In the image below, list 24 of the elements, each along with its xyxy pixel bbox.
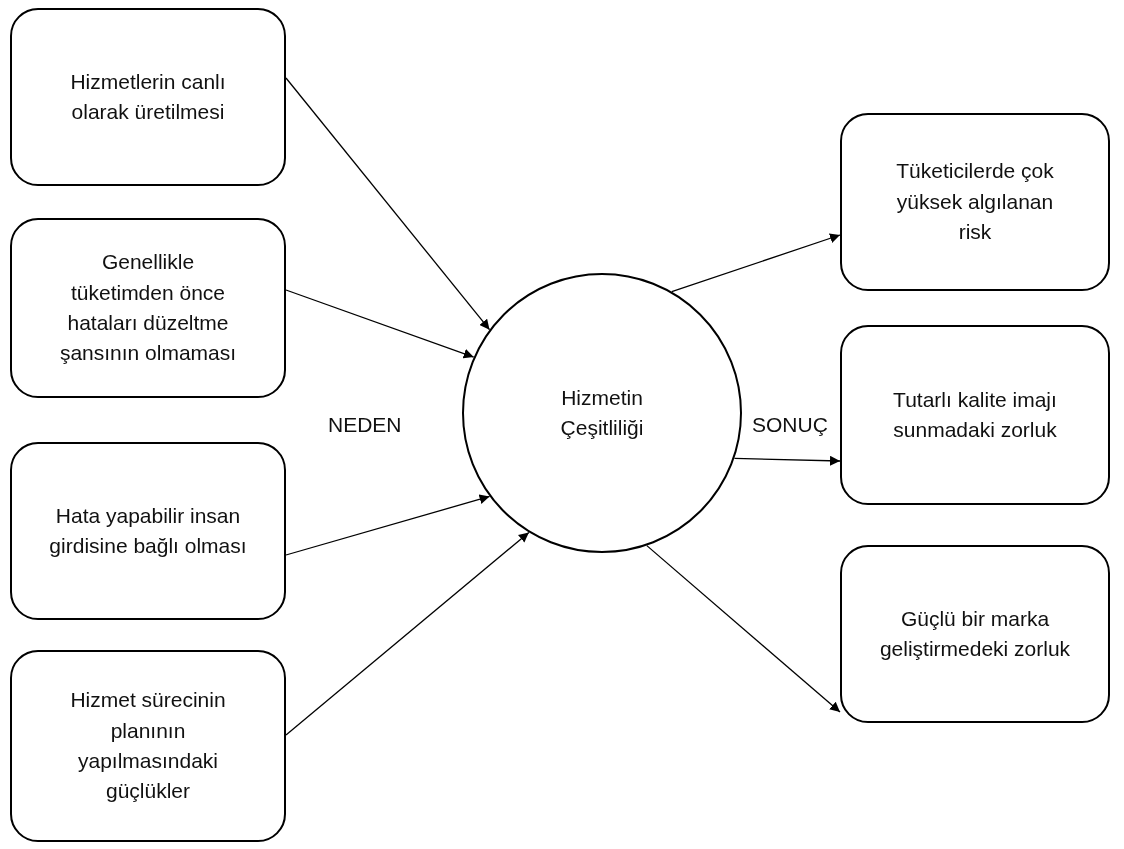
- rounded-box: [10, 650, 286, 842]
- node-text: Hizmet sürecinin planının yapılmasındaki güçlükler: [69, 687, 227, 805]
- rounded-box: [10, 218, 286, 398]
- arrow: [285, 531, 530, 736]
- rounded-box: [840, 545, 1110, 723]
- rounded-box: [10, 8, 286, 186]
- node-text: Hizmetin Çeşitliliği: [559, 384, 645, 441]
- node-text: Tüketicilerde çok yüksek algılanan risk: [895, 158, 1055, 246]
- node-text: Hata yapabilir insan girdisine bağlı olması: [48, 502, 248, 559]
- arrow: [285, 494, 491, 556]
- arrow: [285, 289, 475, 359]
- rounded-box: [840, 113, 1110, 291]
- arrow: [671, 233, 841, 293]
- node-text: Tutarlı kalite imajı sunmadaki zorluk: [892, 386, 1058, 443]
- rounded-box: [840, 325, 1110, 505]
- section-label: SONUÇ: [752, 413, 828, 437]
- arrow: [646, 545, 841, 713]
- arrow: [733, 455, 841, 466]
- arrow: [285, 77, 491, 331]
- section-label: NEDEN: [328, 413, 402, 437]
- node-text: Güçlü bir marka geliştirmedeki zorluk: [878, 605, 1072, 662]
- node-text: Genellikle tüketimden önce hataları düzeltme şansının olmaması: [58, 249, 238, 367]
- rounded-box: [10, 442, 286, 620]
- node-text: Hizmetlerin canlı olarak üretilmesi: [69, 68, 227, 125]
